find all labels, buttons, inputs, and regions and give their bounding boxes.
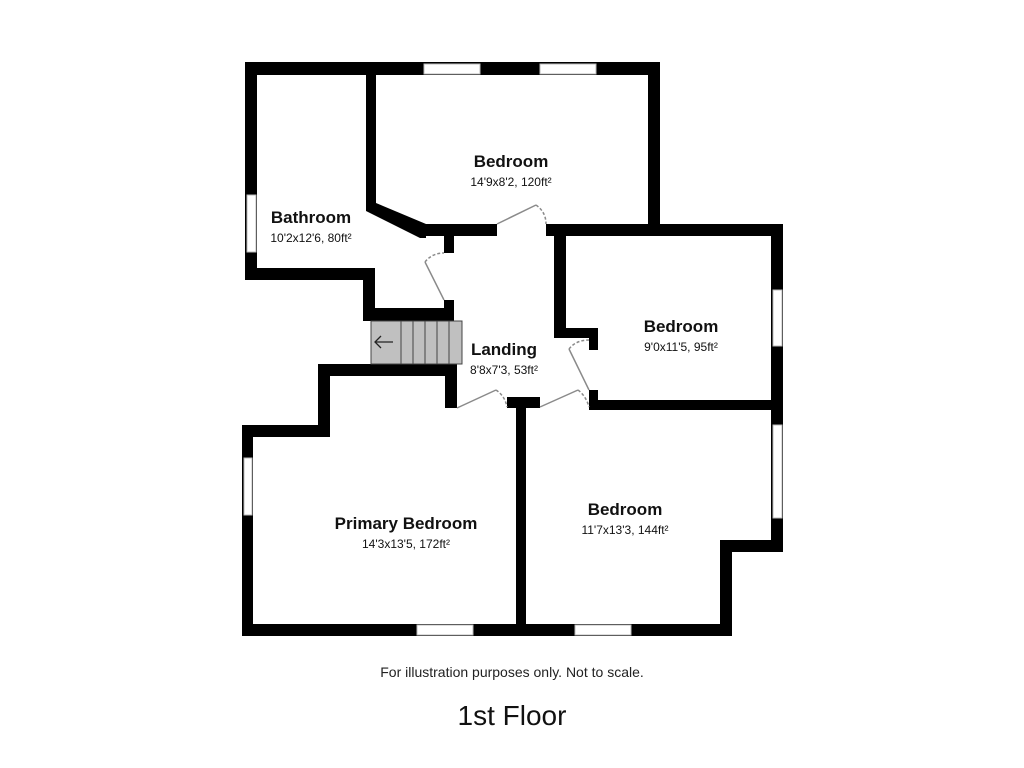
door-right-bedroom	[568, 339, 590, 391]
door-lower-bedroom	[539, 389, 590, 408]
room-dimensions: 8'8x7'3, 53ft²	[470, 363, 538, 377]
room-dimensions: 10'2x12'6, 80ft²	[270, 231, 352, 245]
door-primary-bedroom	[456, 389, 508, 409]
room-label-bedroom-lower-right: Bedroom 11'7x13'3, 144ft²	[581, 500, 668, 538]
room-dimensions: 11'7x13'3, 144ft²	[581, 523, 669, 537]
room-name: Bedroom	[643, 317, 719, 336]
windows	[243, 63, 783, 636]
door-top-bedroom	[496, 204, 547, 225]
room-name: Bedroom	[473, 152, 549, 171]
room-name: Bedroom	[587, 500, 663, 519]
room-name: Primary Bedroom	[334, 514, 478, 533]
room-label-primary-bedroom: Primary Bedroom 14'3x13'5, 172ft²	[335, 514, 478, 552]
room-dimensions: 14'3x13'5, 172ft²	[362, 537, 450, 551]
room-label-bedroom-top: Bedroom 14'9x8'2, 120ft²	[470, 152, 551, 190]
stairs	[370, 320, 463, 365]
room-label-landing: Landing 8'8x7'3, 53ft²	[470, 340, 538, 378]
room-name: Landing	[470, 340, 538, 359]
disclaimer: For illustration purposes only. Not to s…	[380, 664, 644, 680]
doors	[424, 204, 590, 409]
room-dimensions: 9'0x11'5, 95ft²	[644, 340, 718, 354]
room-dimensions: 14'9x8'2, 120ft²	[470, 175, 552, 189]
room-label-bedroom-right: Bedroom 9'0x11'5, 95ft²	[644, 317, 719, 355]
room-name: Bathroom	[270, 208, 352, 227]
arrow-left-icon	[374, 335, 393, 349]
floor-title: 1st Floor	[457, 700, 567, 731]
door-bathroom	[424, 252, 445, 301]
room-label-bathroom: Bathroom 10'2x12'6, 80ft²	[270, 208, 351, 246]
